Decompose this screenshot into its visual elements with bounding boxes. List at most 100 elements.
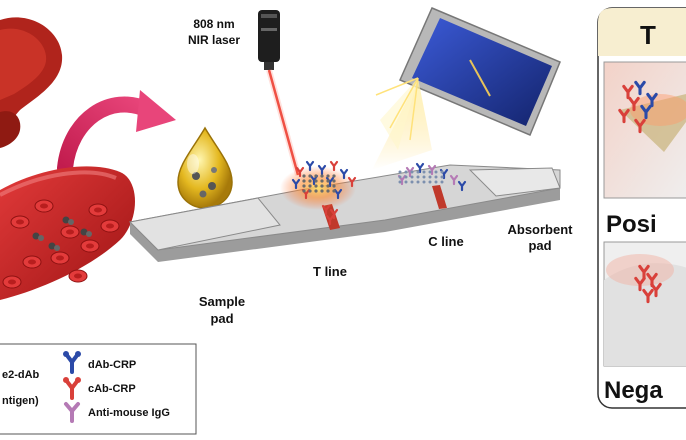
nanoparticle-dot: [302, 184, 306, 188]
nanoparticle-dot: [326, 184, 330, 188]
antigen-particle: [48, 242, 60, 251]
antibody-icon: [305, 160, 315, 172]
antibody-icon: [325, 176, 335, 188]
phone-flash: [372, 77, 432, 170]
antibody-icon: [618, 108, 630, 124]
antibody-icon: [405, 166, 415, 178]
antibody-icon: [291, 178, 301, 190]
antibody-icon: [347, 176, 357, 188]
antibody-icon: [628, 96, 640, 112]
red-blood-cell: [68, 269, 88, 283]
nanoparticle-dot: [308, 189, 312, 193]
nanoparticle-dot: [428, 175, 432, 179]
curved-arrow: [57, 90, 176, 176]
laser-beam: [266, 69, 301, 176]
antigen-particle: [32, 232, 44, 241]
nanoparticle-dot: [440, 175, 444, 179]
red-blood-cell: [100, 219, 120, 233]
red-blood-cell: [10, 215, 30, 229]
nanoparticle-dot: [332, 174, 336, 178]
liver-illustration: [0, 17, 63, 148]
red-blood-cell: [88, 203, 108, 217]
dab-crp-icon: [63, 351, 81, 374]
nanoparticle-dot: [308, 184, 312, 188]
antibody-icon: [317, 164, 327, 176]
sample-label-line1: Sample: [199, 294, 245, 309]
antibody-icon: [333, 188, 343, 200]
legend: e2-dAb ntigen) dAb-CRP cAb-CRP Anti-mous…: [0, 343, 197, 435]
red-blood-cell: [60, 225, 80, 239]
nanoparticle-dot: [326, 174, 330, 178]
laser-label-line1: 808 nm: [193, 17, 234, 31]
nanoparticle-dot: [434, 170, 438, 174]
panel-header: T: [640, 20, 656, 50]
nanoparticle-dot: [320, 184, 324, 188]
blood-vessel: [0, 166, 135, 300]
nanoparticle-dot: [314, 179, 318, 183]
antigen-particle: [80, 228, 92, 237]
nanoparticle-dot: [398, 180, 402, 184]
nanoparticle-dot: [398, 170, 402, 174]
antibody-icon: [321, 204, 331, 216]
sample-label-line2: pad: [210, 311, 233, 326]
legend-left-item-2: ntigen): [2, 395, 39, 407]
legend-item-cab-crp: cAb-CRP: [88, 383, 136, 395]
negative-label: Nega: [604, 377, 663, 404]
antibody-icon: [457, 180, 467, 192]
nanoparticle-dot: [428, 170, 432, 174]
nanoparticle-dot: [314, 174, 318, 178]
red-blood-cell: [2, 275, 22, 289]
antibody-icon: [427, 164, 437, 176]
nanoparticle-dot: [326, 189, 330, 193]
red-blood-cell: [80, 239, 100, 253]
t-line-label: T line: [313, 264, 347, 279]
nanoparticle-dot: [410, 175, 414, 179]
nir-laser-device: [258, 10, 280, 70]
nanoparticle-dot: [308, 174, 312, 178]
legend-left-item-1: e2-dAb: [2, 369, 40, 381]
antibody-icon: [622, 84, 634, 100]
nanoparticle-dot: [422, 175, 426, 179]
nanoparticle-dot: [332, 184, 336, 188]
antibody-icon: [640, 104, 652, 120]
legend-item-dab-crp: dAb-CRP: [88, 359, 136, 371]
antibody-icon: [634, 276, 646, 292]
antibody-icon: [295, 166, 305, 178]
antibody-icon: [634, 118, 646, 134]
antibody-clusters: [291, 160, 467, 226]
nanoparticle-dot: [428, 180, 432, 184]
nanoparticle-dot: [416, 170, 420, 174]
nanoparticle-dot: [404, 170, 408, 174]
nanoparticle-dot: [320, 174, 324, 178]
smartphone: [399, 7, 561, 136]
nanoparticle-dot: [434, 175, 438, 179]
antibody-icon: [415, 162, 425, 174]
nanoparticle-dot: [314, 184, 318, 188]
sample-drop: [177, 126, 233, 209]
antibody-icon: [642, 288, 654, 304]
nanoparticle-dot: [440, 170, 444, 174]
antigen-particle: [62, 216, 74, 225]
nanoparticle-dot: [416, 175, 420, 179]
nanoparticle-dot: [332, 179, 336, 183]
nanoparticle-dot: [422, 170, 426, 174]
nanoparticle-dot: [308, 179, 312, 183]
nanoparticle-dot: [320, 179, 324, 183]
photothermal-glow: [280, 166, 356, 210]
antibody-icon: [650, 282, 662, 298]
nanoparticle-dot: [440, 180, 444, 184]
nanoparticle-dot: [410, 170, 414, 174]
antibody-icon: [638, 264, 650, 280]
absorbent-label-line1: Absorbent: [508, 222, 574, 237]
nanoparticle-dot: [404, 180, 408, 184]
antibody-icon: [634, 80, 646, 96]
red-blood-cell: [34, 199, 54, 213]
nanoparticle-dot: [422, 180, 426, 184]
laser-label-line2: NIR laser: [188, 33, 240, 47]
nanoparticle-dot: [314, 189, 318, 193]
nanoparticle-dot: [320, 189, 324, 193]
nanoparticle-dot: [398, 175, 402, 179]
c-line-label: C line: [428, 234, 463, 249]
antibody-icon: [449, 174, 459, 186]
